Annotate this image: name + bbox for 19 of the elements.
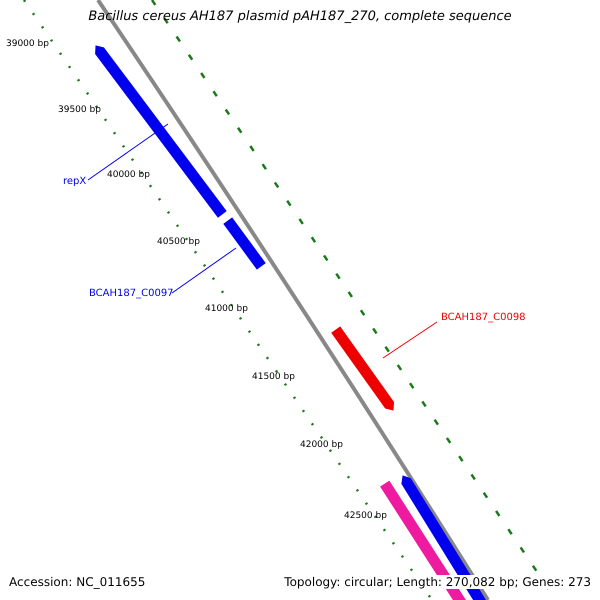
leader-line — [88, 124, 168, 180]
leader-line — [172, 248, 236, 294]
tick-label: 39500 bp — [58, 105, 101, 115]
gene-label: BCAH187_C0098 — [441, 312, 526, 323]
title: Bacillus cereus AH187 plasmid pAH187_270, complete sequence — [87, 9, 513, 24]
tick-label: 42500 bp — [344, 511, 387, 521]
leader-line — [382, 322, 438, 358]
summary-text: Topology: circular; Length: 270,082 bp; Genes: 273 — [284, 575, 591, 589]
tick-label: 42000 bp — [300, 440, 343, 450]
gene-arrow — [223, 217, 266, 270]
tick-label: 41000 bp — [205, 304, 248, 314]
tick-label: 39000 bp — [6, 39, 49, 49]
gene-label: repX — [63, 176, 86, 187]
tick-label: 41500 bp — [252, 372, 295, 382]
tick-label: 40000 bp — [107, 170, 150, 180]
gene-arrow — [331, 326, 394, 411]
tick-label: 40500 bp — [157, 237, 200, 247]
accession-text: Accession: NC_011655 — [9, 575, 146, 589]
gene-label: BCAH187_C0097 — [89, 288, 174, 299]
